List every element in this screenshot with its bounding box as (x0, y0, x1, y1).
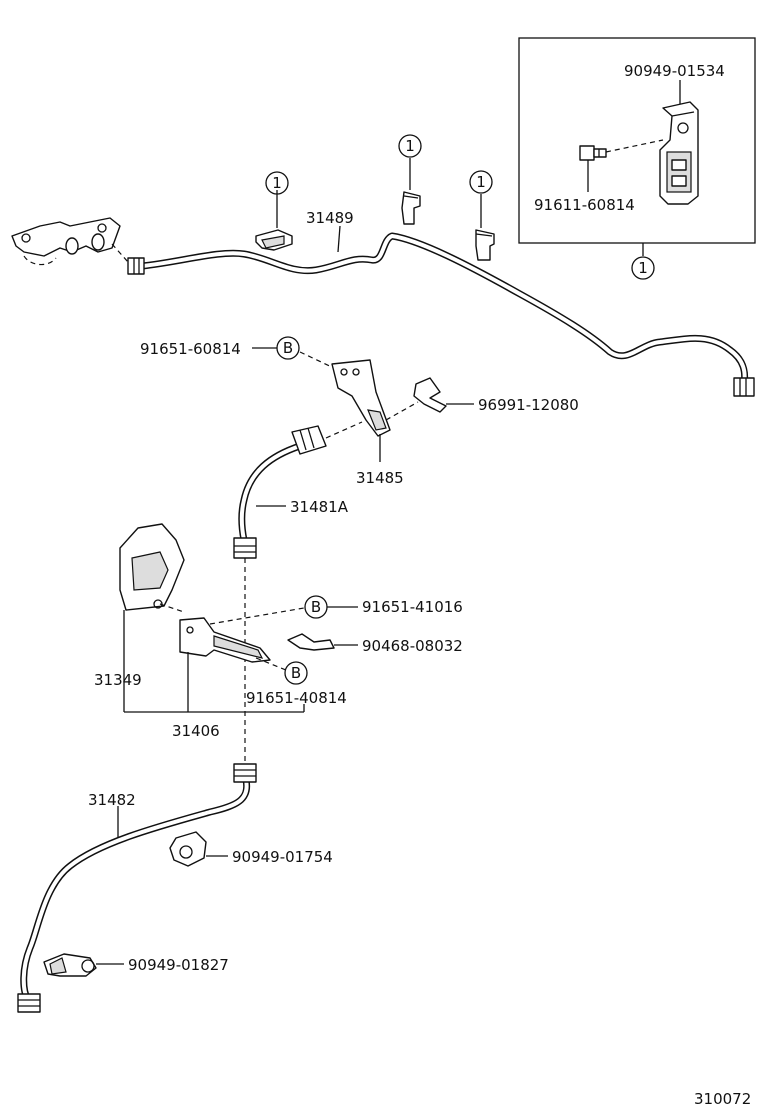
callout-b-lower-text: B (291, 664, 301, 682)
callout-b-lower: B (284, 661, 308, 685)
callout-b-middle-text: B (311, 598, 321, 616)
clip-90949-01827 (43, 953, 97, 977)
clip-90468-08032 (287, 633, 335, 651)
bracket-31485 (331, 359, 391, 437)
label-91651-60814: 91651-60814 (140, 340, 241, 358)
callout-1-right-text: 1 (476, 173, 486, 191)
callout-b-middle: B (304, 595, 328, 619)
callout-1-left: 1 (265, 171, 289, 195)
clip-96991-12080 (413, 377, 447, 413)
label-31406: 31406 (172, 722, 220, 740)
pipe-31482 (17, 763, 257, 1013)
callout-1-right: 1 (469, 170, 493, 194)
clip-left (255, 229, 293, 251)
callout-1-center-text: 1 (405, 137, 415, 155)
label-31349: 31349 (94, 671, 142, 689)
shield-31349 (119, 523, 185, 611)
detail-inset: 90949-01534 91611-60814 (518, 37, 756, 256)
label-91651-40814: 91651-40814 (246, 689, 347, 707)
callout-1-center: 1 (398, 134, 422, 158)
clip-center (401, 191, 421, 225)
label-90949-01534: 90949-01534 (624, 62, 725, 80)
label-31489: 31489 (306, 209, 354, 227)
callout-b-top-text: B (283, 339, 293, 357)
inset-bolt (579, 145, 607, 161)
hose-31481a (233, 425, 327, 559)
clip-90949-01754 (169, 831, 207, 867)
label-90949-01754: 90949-01754 (232, 848, 333, 866)
label-96991-12080: 96991-12080 (478, 396, 579, 414)
label-31481a: 31481A (290, 498, 349, 516)
brake-block (11, 217, 121, 266)
label-90468-08032: 90468-08032 (362, 637, 463, 655)
label-31482: 31482 (88, 791, 136, 809)
label-31485: 31485 (356, 469, 404, 487)
label-91611-60814: 91611-60814 (534, 196, 635, 214)
callout-1-inset-text: 1 (638, 259, 648, 277)
label-90949-01827: 90949-01827 (128, 956, 229, 974)
callout-1-inset: 1 (631, 256, 655, 280)
figure-number: 310072 (694, 1090, 751, 1108)
bracket-31406 (179, 617, 271, 663)
callout-1-left-text: 1 (272, 174, 282, 192)
callout-b-top: B (276, 336, 300, 360)
label-91651-41016: 91651-41016 (362, 598, 463, 616)
pipe-31489 (127, 232, 755, 397)
clip-right (475, 229, 495, 261)
